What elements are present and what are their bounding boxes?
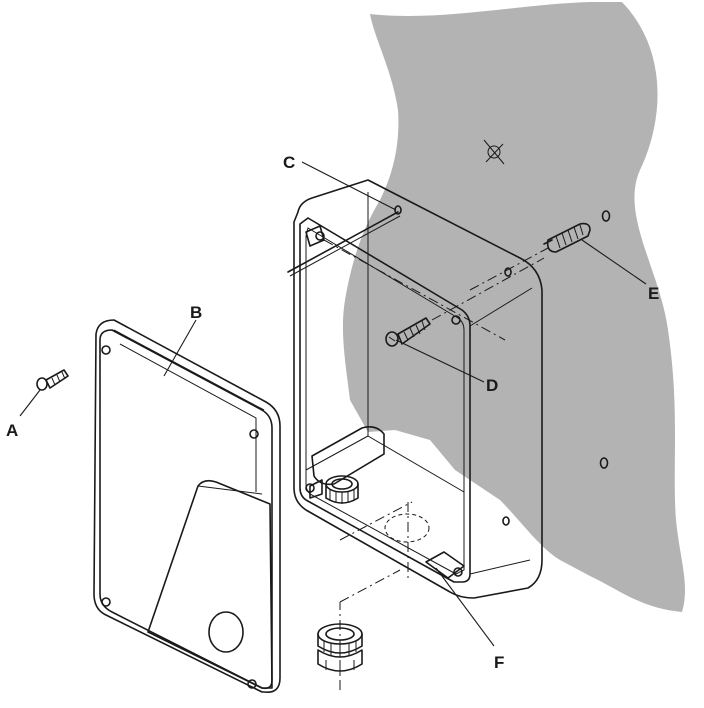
label-f: F: [494, 653, 504, 672]
label-e-group: E: [581, 239, 659, 303]
label-c-group: C: [283, 153, 397, 211]
screw-a: [36, 369, 69, 391]
wall-plug-e: [543, 222, 591, 253]
label-d: D: [486, 376, 498, 395]
drill-mark: [483, 139, 505, 165]
label-b: B: [190, 303, 202, 322]
cable-gland-installed: [309, 475, 359, 504]
screw-d: [385, 317, 431, 347]
label-b-group: B: [163, 303, 202, 377]
wall-surface: [342, 2, 686, 612]
label-f-group: F: [435, 567, 504, 672]
label-e: E: [648, 284, 659, 303]
label-a-group: A: [6, 389, 41, 440]
cover-b: [93, 319, 281, 694]
wall-hole-bottom: [599, 457, 609, 469]
enclosure-box: [293, 179, 543, 599]
label-d-group: D: [395, 339, 498, 395]
label-a: A: [6, 421, 18, 440]
label-c: C: [283, 153, 295, 172]
wall-hole-top: [601, 210, 611, 222]
